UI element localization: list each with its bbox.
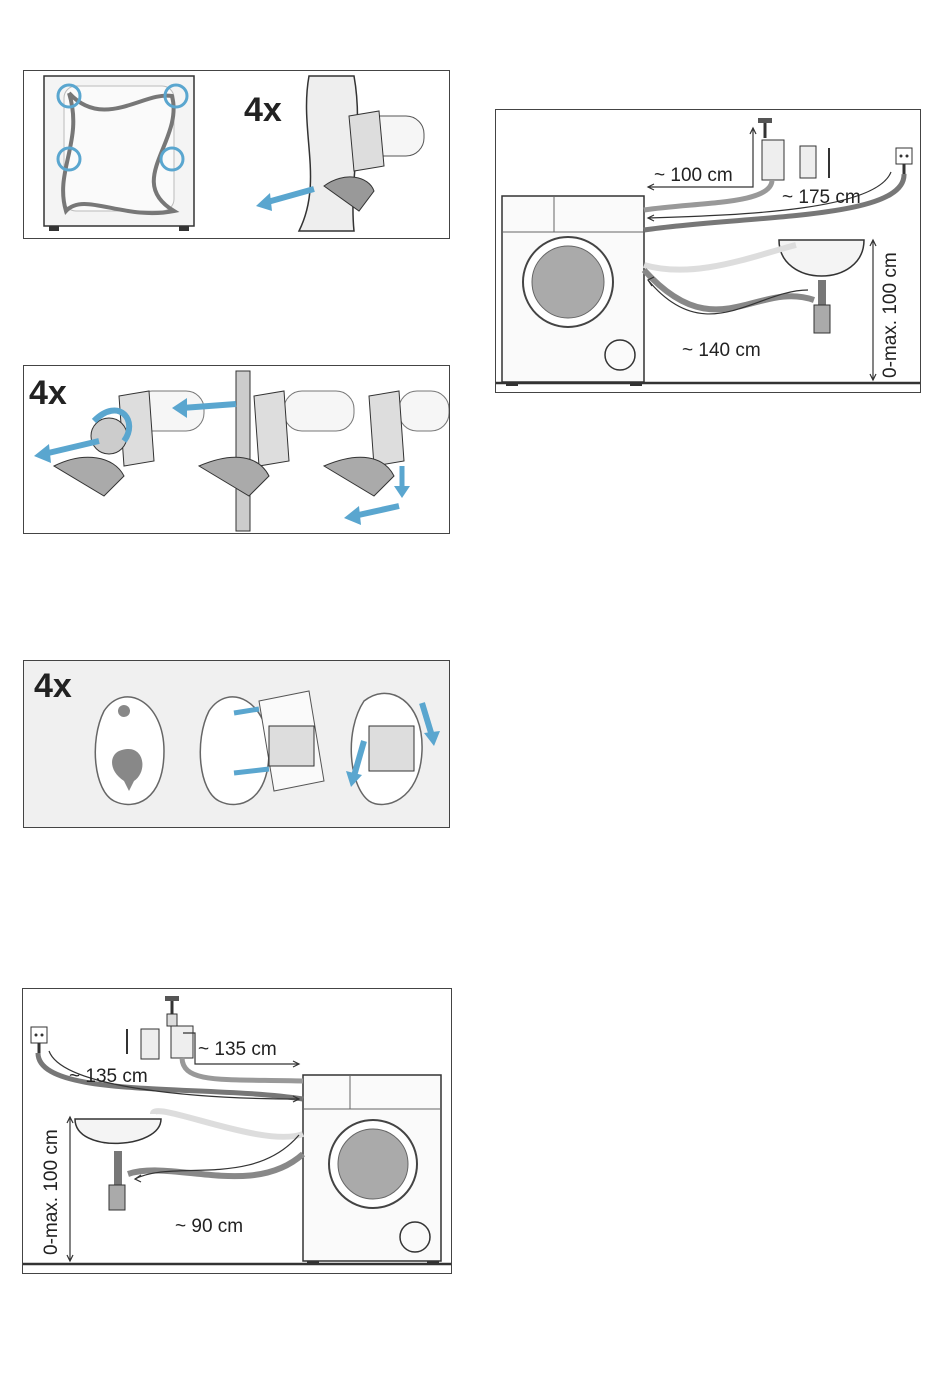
step-2-illustration xyxy=(172,371,354,531)
washing-machine-illustration xyxy=(303,1075,441,1265)
connection-lengths-left-figure: ~ 135 cm ~ 135 cm ~ 90 cm 0-max. 100 cm xyxy=(22,988,452,1274)
power-cable-length: ~ 135 cm xyxy=(69,1066,148,1087)
drain-hose-length: ~ 90 cm xyxy=(175,1216,243,1237)
multiplier-label: 4x xyxy=(244,91,282,129)
transport-bolts-figure: 4x xyxy=(23,70,450,239)
power-socket-icon xyxy=(31,1027,47,1053)
bolt-removal-sequence-figure: 4x xyxy=(23,365,450,534)
cap-illustration xyxy=(95,697,164,805)
drain-hose-length: ~ 140 cm xyxy=(682,340,761,361)
supply-hose-length: ~ 135 cm xyxy=(198,1039,277,1060)
power-cable-length: ~ 175 cm xyxy=(782,187,861,208)
supply-hose-length: ~ 100 cm xyxy=(654,165,733,186)
multiplier-label: 4x xyxy=(34,667,72,705)
sink-illustration xyxy=(75,1119,161,1210)
direction-arrow-icon xyxy=(182,404,236,408)
multiplier-label: 4x xyxy=(29,374,67,412)
direction-arrow-icon xyxy=(44,441,99,454)
hoses xyxy=(644,174,904,309)
direction-arrow-icon xyxy=(264,189,314,203)
water-tap-icon xyxy=(758,118,829,180)
power-socket-icon xyxy=(896,148,912,174)
machine-back-illustration xyxy=(44,76,194,231)
water-tap-icon xyxy=(127,996,193,1059)
height-range-label: 0-max. 100 cm xyxy=(880,252,901,378)
connection-lengths-right-figure: ~ 100 cm ~ 175 cm ~ 140 cm 0-max. 100 cm xyxy=(495,109,921,393)
sink-illustration xyxy=(779,240,864,333)
height-range-label: 0-max. 100 cm xyxy=(41,1129,62,1255)
direction-arrow-icon xyxy=(354,506,399,516)
washing-machine-illustration xyxy=(502,196,644,386)
cover-caps-figure: 4x xyxy=(23,660,450,828)
